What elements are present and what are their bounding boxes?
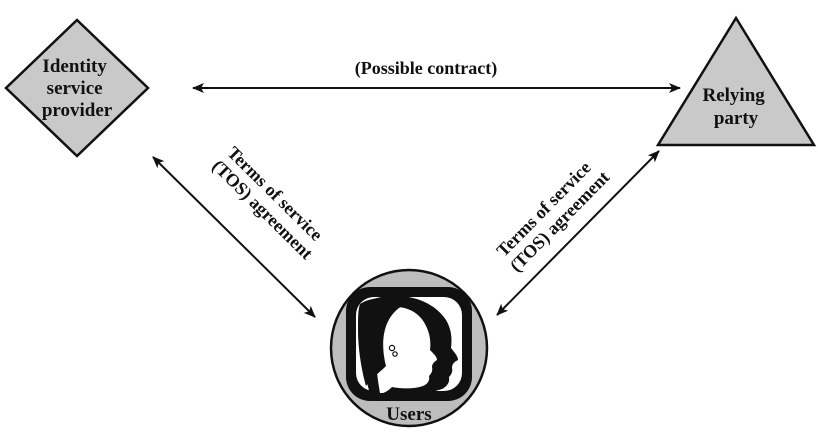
identity-provider-label-line-3: provider — [42, 100, 113, 121]
identity-provider-label-line-1: Identity — [42, 56, 107, 77]
identity-provider-label: Identity service provider — [42, 56, 113, 121]
users-faces-icon — [346, 287, 472, 401]
right-tos-edge: Terms of service (TOS) agreement — [492, 150, 660, 316]
left-tos-edge: Terms of service (TOS) agreement — [152, 141, 331, 318]
relying-party-label: Relying party — [702, 85, 769, 129]
relying-party-label-line-1: Relying — [702, 85, 765, 106]
users-label: Users — [386, 404, 431, 425]
identity-provider-diamond — [4, 18, 150, 158]
relying-party-label-line-2: party — [714, 108, 759, 129]
relying-party-triangle — [655, 15, 817, 147]
identity-service-provider-node: Identity service provider — [4, 18, 150, 158]
left-tos-arrow — [152, 156, 316, 318]
relying-party-node: Relying party — [655, 15, 817, 147]
identity-provider-label-line-2: service — [47, 78, 103, 99]
users-node: Users — [329, 268, 489, 428]
contract-edge: (Possible contract) — [192, 58, 681, 93]
contract-label: (Possible contract) — [355, 58, 497, 79]
right-tos-arrow — [496, 150, 660, 316]
left-tos-label: Terms of service (TOS) agreement — [208, 141, 331, 263]
